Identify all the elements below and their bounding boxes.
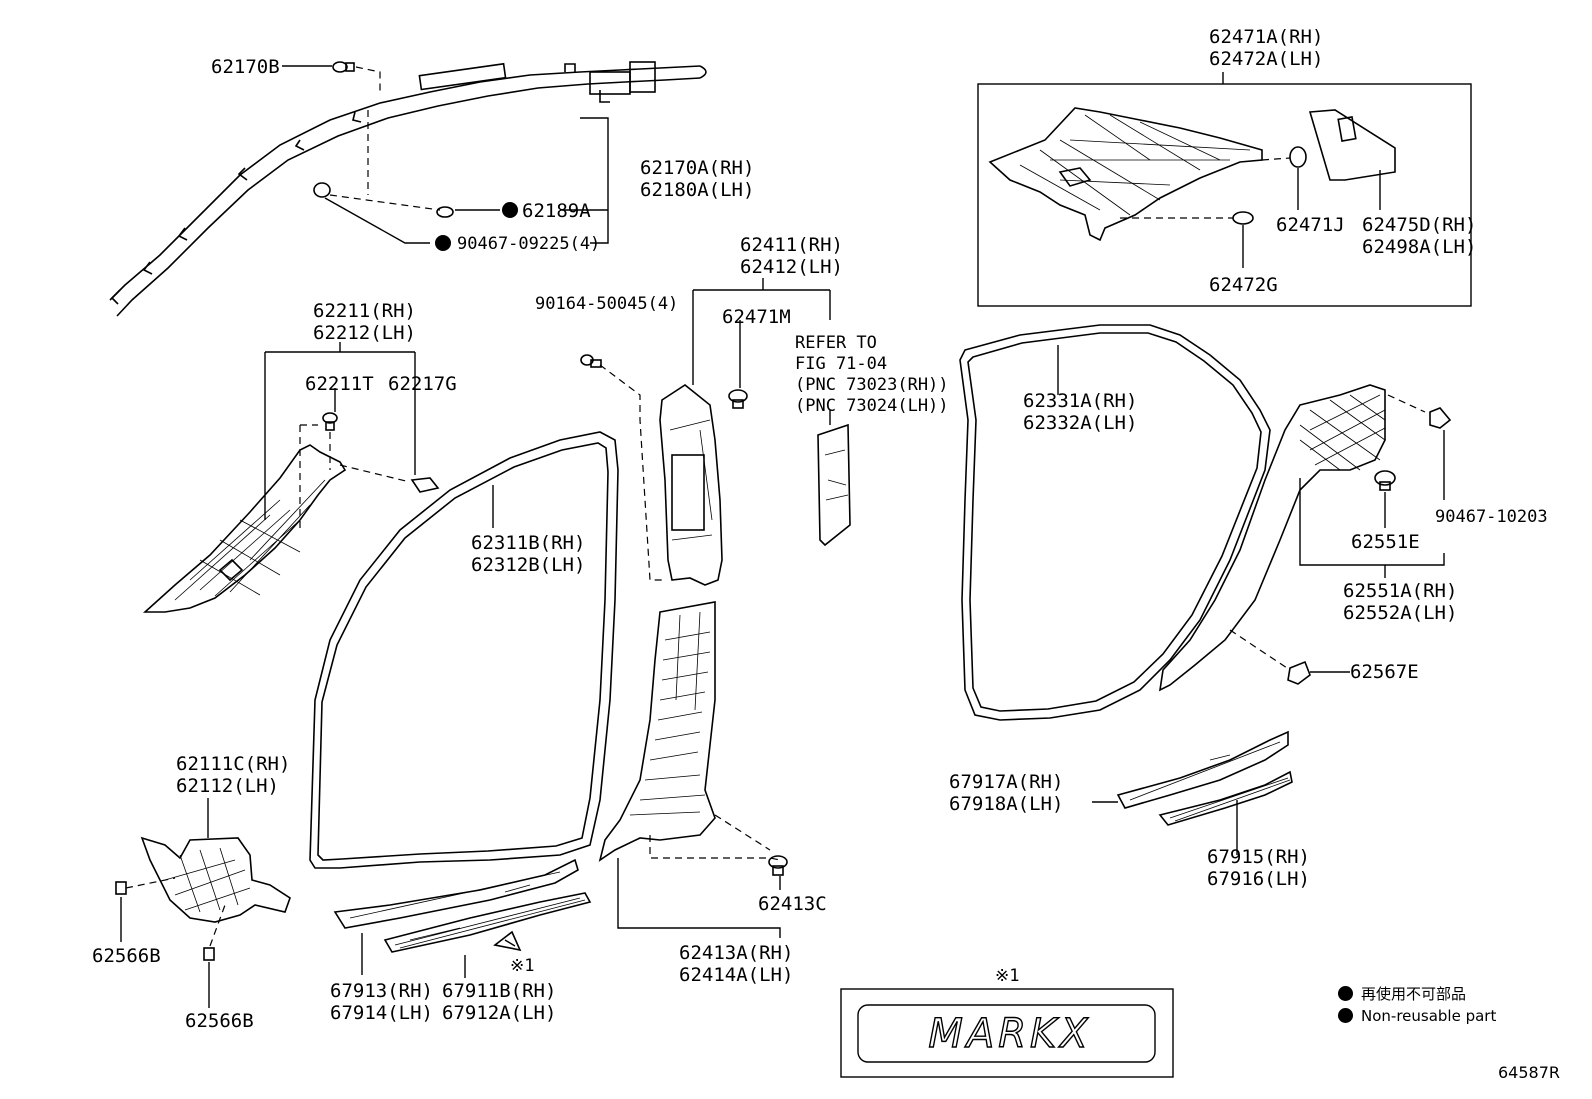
markx-emblem-text: MARKX xyxy=(928,1010,1092,1057)
label-62111C: 62111C(RH) xyxy=(176,753,291,775)
label-62412: 62412(LH) xyxy=(740,256,843,278)
refer-line-3: (PNC 73023(RH)) xyxy=(795,375,949,395)
legend-en-text: Non-reusable part xyxy=(1361,1007,1497,1025)
center-pillar-garnish-upper xyxy=(659,384,723,586)
reference-mark: ※1 xyxy=(510,956,535,976)
seat-belt-cover xyxy=(817,423,851,547)
label-67912A: 67912A(LH) xyxy=(442,1002,557,1024)
curtain-airbag-assembly xyxy=(109,61,707,317)
label-62211: 62211(RH) xyxy=(313,300,416,322)
refer-line-2: FIG 71-04 xyxy=(795,354,888,374)
label-62411: 62411(RH) xyxy=(740,234,843,256)
label-62475D: 62475D(RH) xyxy=(1362,214,1477,236)
clip-icon xyxy=(115,881,127,895)
label-67914: 67914(LH) xyxy=(330,1002,433,1024)
screw-icon xyxy=(332,61,355,73)
non-reusable-dot-icon xyxy=(1338,986,1353,1001)
label-67917A: 67917A(RH) xyxy=(949,771,1064,793)
label-62212: 62212(LH) xyxy=(313,322,416,344)
label-62211T: 62211T xyxy=(305,373,374,395)
label-62471J: 62471J xyxy=(1276,214,1345,236)
label-67918A: 67918A(LH) xyxy=(949,793,1064,815)
label-67913: 67913(RH) xyxy=(330,980,433,1002)
label-62170B: 62170B xyxy=(211,56,280,78)
legend-japanese: 再使用不可部品 xyxy=(1338,983,1466,1004)
label-62472G: 62472G xyxy=(1209,274,1278,296)
clip-icon xyxy=(768,855,788,876)
center-pillar-garnish-lower xyxy=(598,601,716,862)
clip-icon xyxy=(728,389,748,409)
legend-english: Non-reusable part xyxy=(1338,1007,1496,1025)
label-62551E: 62551E xyxy=(1351,531,1420,553)
rear-scuff-plate-inner xyxy=(1116,730,1289,809)
label-62552A: 62552A(LH) xyxy=(1343,602,1458,624)
label-62413C: 62413C xyxy=(758,893,827,915)
non-reusable-dot-icon xyxy=(1338,1008,1353,1023)
label-62180A: 62180A(LH) xyxy=(640,179,755,201)
label-90467-10203: 90467-10203 xyxy=(1435,507,1548,527)
clip-icon xyxy=(1232,211,1254,225)
label-62566B-left: 62566B xyxy=(92,945,161,967)
label-62566B-bottom: 62566B xyxy=(185,1010,254,1032)
front-pillar-garnish xyxy=(142,444,347,613)
quarter-window-garnish xyxy=(1308,109,1396,181)
label-62217G: 62217G xyxy=(388,373,457,395)
clip-icon xyxy=(1289,146,1307,168)
clip-icon xyxy=(203,947,215,961)
label-67915: 67915(RH) xyxy=(1207,846,1310,868)
quarter-pillar-garnish xyxy=(1158,384,1386,692)
label-67916: 67916(LH) xyxy=(1207,868,1310,890)
label-62414A: 62414A(LH) xyxy=(679,964,794,986)
label-62112: 62112(LH) xyxy=(176,775,279,797)
roof-side-inner-garnish xyxy=(988,107,1263,242)
clip-icon xyxy=(1429,407,1452,429)
non-reusable-dot-icon xyxy=(435,235,451,251)
label-90467-09225: 90467-09225(4) xyxy=(457,234,601,254)
rear-door-weatherstrip xyxy=(959,324,1271,721)
clip-icon xyxy=(410,477,440,493)
label-62413A: 62413A(RH) xyxy=(679,942,794,964)
cowl-side-trim xyxy=(140,836,291,923)
figure-code: 64587R xyxy=(1498,1063,1561,1082)
screw-icon xyxy=(580,354,602,368)
label-62567E: 62567E xyxy=(1350,661,1419,683)
emblem-plate xyxy=(857,1004,1156,1063)
front-scuff-plate-inner xyxy=(333,858,579,929)
front-door-weatherstrip xyxy=(309,431,619,869)
non-reusable-dot-icon xyxy=(502,202,518,218)
bolt-icon xyxy=(313,182,331,198)
front-scuff-plate-outer xyxy=(383,892,592,953)
label-62189A: 62189A xyxy=(522,200,591,222)
label-62170A: 62170A(RH) xyxy=(640,157,755,179)
label-62332A: 62332A(LH) xyxy=(1023,412,1138,434)
clip-icon xyxy=(322,412,338,431)
label-62312B: 62312B(LH) xyxy=(471,554,586,576)
callout-box xyxy=(977,83,1472,307)
legend-jp-text: 再使用不可部品 xyxy=(1361,985,1467,1003)
label-62471M: 62471M xyxy=(722,306,791,328)
refer-line-4: (PNC 73024(LH)) xyxy=(795,396,949,416)
clip-icon xyxy=(1287,660,1311,685)
label-62331A: 62331A(RH) xyxy=(1023,390,1138,412)
label-62498A: 62498A(LH) xyxy=(1362,236,1477,258)
rear-scuff-plate-outer xyxy=(1158,770,1293,826)
emblem-frame xyxy=(840,988,1174,1078)
refer-line-1: REFER TO xyxy=(795,333,877,353)
label-67911B: 67911B(RH) xyxy=(442,980,557,1002)
arrow-icon xyxy=(493,930,522,952)
nut-icon xyxy=(436,206,454,218)
label-90164-50045: 90164-50045(4) xyxy=(535,294,679,314)
label-62472A: 62472A(LH) xyxy=(1209,48,1324,70)
emblem-reference-mark: ※1 xyxy=(995,966,1020,986)
label-62311B: 62311B(RH) xyxy=(471,532,586,554)
label-62471A: 62471A(RH) xyxy=(1209,26,1324,48)
label-62551A: 62551A(RH) xyxy=(1343,580,1458,602)
clip-icon xyxy=(1374,470,1396,491)
